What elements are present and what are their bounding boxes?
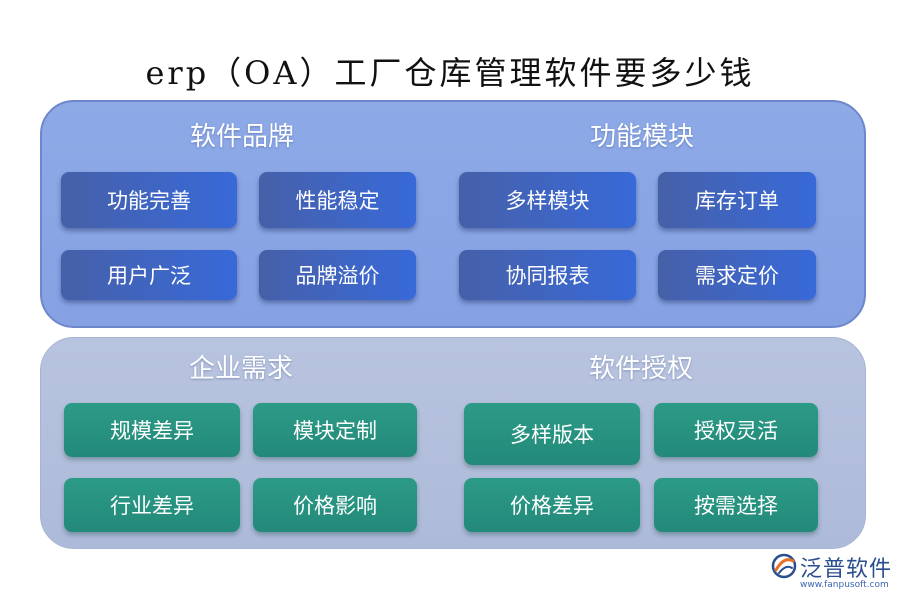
- box-brand-premium: 品牌溢价: [259, 250, 416, 300]
- group-title-software-license: 软件授权: [588, 354, 693, 384]
- box-price-impact: 价格影响: [253, 478, 417, 532]
- brand-logo: 泛普软件 www.fanpusoft.com: [770, 548, 895, 598]
- box-scale-difference: 规模差异: [64, 403, 240, 457]
- box-on-demand-selection: 按需选择: [654, 478, 818, 532]
- box-wide-users: 用户广泛: [61, 250, 237, 300]
- bottom-panel: 企业需求 软件授权 规模差异 模块定制 行业差异 价格影响 多样版本 授权灵活 …: [40, 337, 866, 549]
- box-price-difference: 价格差异: [464, 478, 640, 532]
- box-multiple-versions: 多样版本: [464, 403, 640, 465]
- group-title-software-brand: 软件品牌: [189, 122, 294, 152]
- group-title-function-modules: 功能模块: [589, 122, 694, 152]
- top-panel: 软件品牌 功能模块 功能完善 性能稳定 用户广泛 品牌溢价 多样模块 库存订单 …: [40, 100, 866, 328]
- box-inventory-orders: 库存订单: [658, 172, 816, 228]
- fanpu-logo-icon: [771, 553, 797, 579]
- box-flexible-licensing: 授权灵活: [654, 403, 818, 457]
- box-complete-functions: 功能完善: [61, 172, 237, 228]
- group-title-enterprise-needs: 企业需求: [188, 354, 293, 384]
- box-collaborative-reports: 协同报表: [459, 250, 636, 300]
- page-title: erp（OA）工厂仓库管理软件要多少钱: [145, 54, 755, 92]
- logo-name: 泛普软件: [800, 557, 893, 582]
- box-stable-performance: 性能稳定: [259, 172, 416, 228]
- box-diverse-modules: 多样模块: [459, 172, 636, 228]
- box-industry-difference: 行业差异: [64, 478, 240, 532]
- logo-url: www.fanpusoft.com: [800, 580, 889, 590]
- box-demand-pricing: 需求定价: [658, 250, 816, 300]
- box-module-customization: 模块定制: [253, 403, 417, 457]
